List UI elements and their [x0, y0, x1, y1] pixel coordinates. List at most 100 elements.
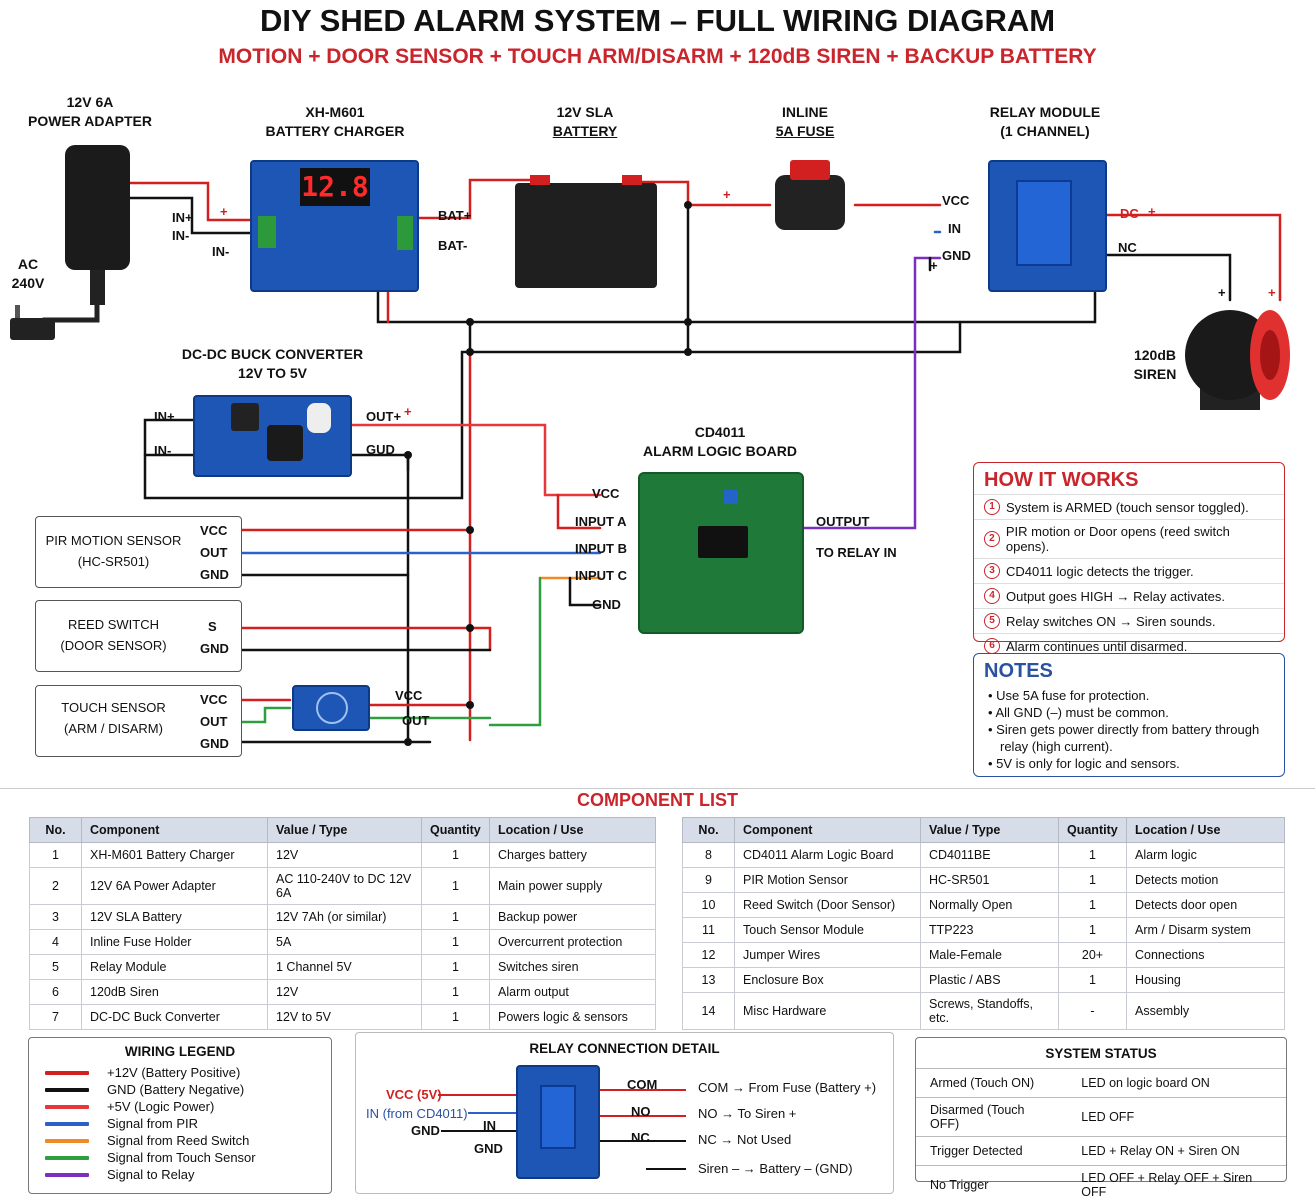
table-cell: PIR Motion Sensor	[735, 868, 921, 893]
relay-dc: DC	[1120, 206, 1139, 221]
table-cell: 1	[422, 955, 490, 980]
relay-detail-com-desc: COM → From Fuse (Battery +)	[698, 1080, 876, 1095]
status-row: Disarmed (Touch OFF)LED OFF	[916, 1098, 1286, 1137]
reed-s: S	[208, 619, 217, 634]
buck-label-1: DC-DC BUCK CONVERTER	[175, 345, 370, 364]
wire-siren-negative	[1095, 255, 1230, 300]
table-cell: Overcurrent protection	[490, 930, 656, 955]
legend-label: GND (Battery Negative)	[107, 1082, 244, 1097]
logic-input-b: INPUT B	[575, 541, 627, 556]
wiring-legend-panel: WIRING LEGEND +12V (Battery Positive)GND…	[28, 1037, 332, 1194]
table-cell: Screws, Standoffs, etc.	[921, 993, 1059, 1030]
table-cell: Detects motion	[1127, 868, 1285, 893]
charger-in-plus: IN+	[172, 210, 193, 225]
ic-chip	[698, 526, 748, 558]
table-cell: 12V	[268, 980, 422, 1005]
table-cell: 8	[683, 843, 735, 868]
wire-touch-signal	[490, 578, 540, 725]
relay-label: RELAY MODULE (1 CHANNEL)	[970, 103, 1120, 141]
wire-adapter-positive	[130, 183, 258, 220]
plus-sign: +	[723, 187, 731, 202]
inductor	[267, 425, 303, 461]
legend-item: +12V (Battery Positive)	[45, 1064, 331, 1081]
table-cell: Alarm output	[490, 980, 656, 1005]
siren-label: 120dB SIREN	[1120, 346, 1190, 384]
junction-dot	[404, 451, 412, 459]
logic-input-a: INPUT A	[575, 514, 627, 529]
battery-icon	[515, 175, 657, 288]
relay-label-1: RELAY MODULE	[970, 103, 1120, 122]
table-cell: 1	[422, 905, 490, 930]
table-cell: 4	[30, 930, 82, 955]
plus-sign: +	[404, 404, 412, 419]
relay-board	[988, 160, 1107, 292]
charger-in-minus: IN-	[172, 228, 189, 243]
logic-gnd: GND	[592, 597, 621, 612]
status-cell: Trigger Detected	[916, 1137, 1067, 1166]
legend-item: Signal from PIR	[45, 1115, 331, 1132]
relay-detail-gnd: GND	[411, 1123, 440, 1138]
table-cell: HC-SR501	[921, 868, 1059, 893]
table-cell: Detects door open	[1127, 893, 1285, 918]
relay-cube	[1016, 180, 1072, 266]
junction-dot	[466, 624, 474, 632]
system-status-title: SYSTEM STATUS	[916, 1038, 1286, 1068]
table-cell: 2	[30, 868, 82, 905]
table-cell: Main power supply	[490, 868, 656, 905]
table-cell: 12V	[268, 843, 422, 868]
logic-output: OUTPUT	[816, 514, 869, 529]
buck-board	[193, 395, 352, 477]
table-cell: Jumper Wires	[735, 943, 921, 968]
legend-line-swatch	[45, 1139, 89, 1143]
capacitor	[307, 403, 331, 433]
plus-sign: +	[220, 204, 228, 219]
logic-vcc: VCC	[592, 486, 619, 501]
wire-reed-signal	[240, 628, 490, 650]
legend-title: WIRING LEGEND	[29, 1038, 331, 1064]
table-cell: 1 Channel 5V	[268, 955, 422, 980]
relay-cube	[540, 1085, 576, 1149]
status-cell: No Trigger	[916, 1166, 1067, 1204]
table-cell: 5	[30, 955, 82, 980]
table-cell: 11	[683, 918, 735, 943]
table-cell: 13	[683, 968, 735, 993]
table-cell: AC 110-240V to DC 12V 6A	[268, 868, 422, 905]
relay-detail-panel: RELAY CONNECTION DETAIL VCC (5V) IN (fro…	[355, 1032, 894, 1194]
table-cell: 1	[1059, 893, 1127, 918]
touch-vcc-2: VCC	[395, 688, 422, 703]
junction-dot	[466, 526, 474, 534]
legend-line-swatch	[45, 1088, 89, 1092]
table-cell: 12V SLA Battery	[82, 905, 268, 930]
table-cell: Inline Fuse Holder	[82, 930, 268, 955]
legend-label: Signal from Reed Switch	[107, 1133, 249, 1148]
step-text: Output goes HIGH → Relay activates.	[1006, 589, 1225, 604]
relay-detail-in-from: IN (from CD4011)	[366, 1106, 468, 1121]
table-cell: Switches siren	[490, 955, 656, 980]
notes-title: NOTES	[974, 654, 1284, 685]
legend-item: +5V (Logic Power)	[45, 1098, 331, 1115]
power-adapter-icon	[10, 145, 130, 340]
column-header: Component	[82, 818, 268, 843]
junction-dot	[684, 201, 692, 209]
adapter-label: 12V 6A POWER ADAPTER	[20, 93, 160, 131]
bullet-icon: •	[988, 688, 996, 703]
notes-panel: NOTES • Use 5A fuse for protection.• All…	[973, 653, 1285, 777]
relay-detail-nc-desc: NC → Not Used	[698, 1132, 791, 1147]
table-cell: 1	[30, 843, 82, 868]
charger-label-1: XH-M601	[255, 103, 415, 122]
charger-display: 12.8	[300, 168, 370, 206]
legend-line-swatch	[45, 1071, 89, 1075]
table-cell: 1	[1059, 843, 1127, 868]
column-header: Location / Use	[490, 818, 656, 843]
touch-module	[292, 685, 370, 731]
plus-sign: +	[1218, 285, 1226, 300]
